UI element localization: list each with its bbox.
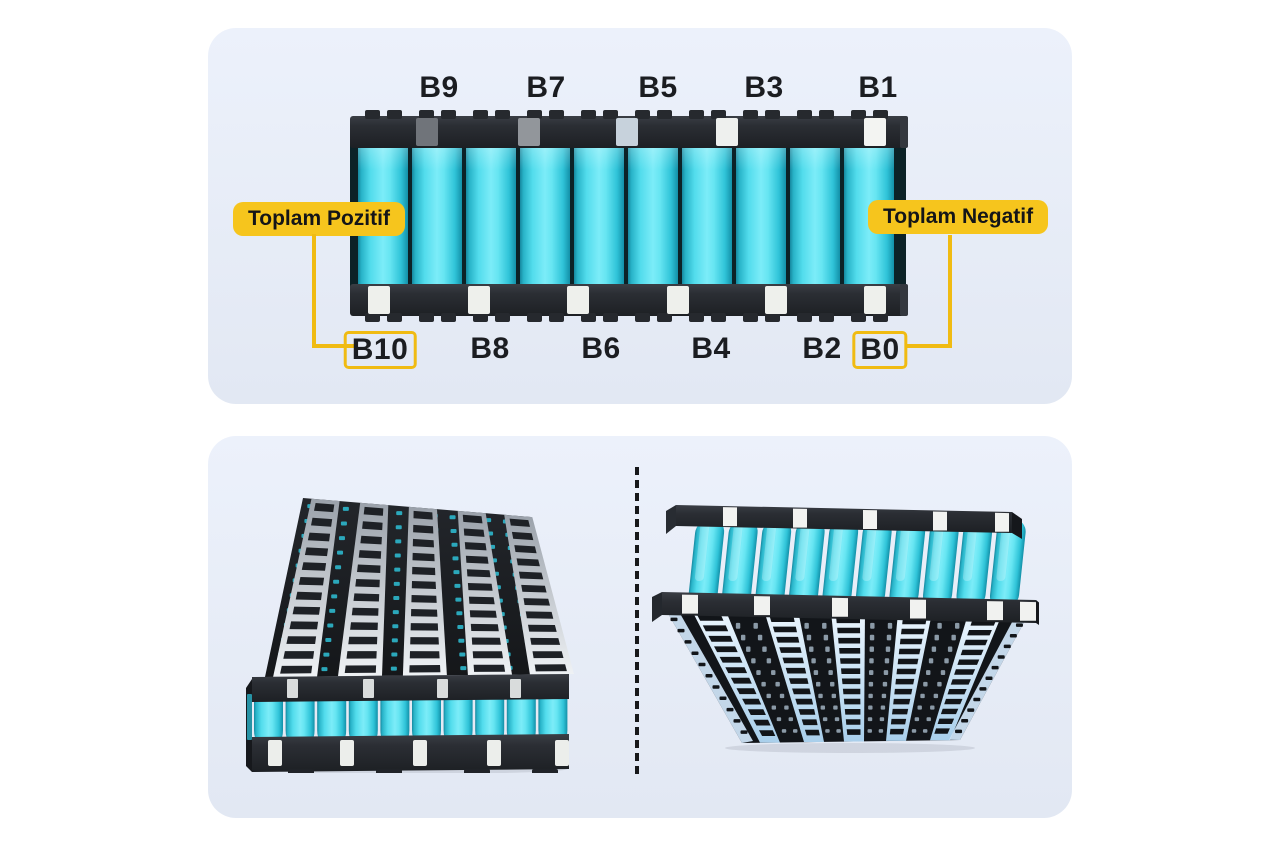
side-view-panel: B9 B7 B5 B3 B1 Toplam Pozitif Toplam Neg… bbox=[208, 28, 1072, 404]
connector-line-positive-vertical bbox=[312, 234, 316, 348]
cell-label-b1: B1 bbox=[858, 71, 898, 104]
cell-label-b6: B6 bbox=[581, 332, 621, 365]
total-negative-badge: Toplam Negatif bbox=[868, 200, 1049, 234]
battery-row-side-view bbox=[350, 110, 908, 322]
connector-line-positive-horizontal bbox=[312, 344, 358, 348]
cell-label-b7: B7 bbox=[526, 71, 566, 104]
cell-label-b5: B5 bbox=[638, 71, 678, 104]
cell-label-b4: B4 bbox=[691, 332, 731, 365]
connector-line-negative-horizontal bbox=[907, 344, 952, 348]
cell-label-b8: B8 bbox=[470, 332, 510, 365]
cell-label-b10: B10 bbox=[343, 331, 417, 369]
total-positive-badge: Toplam Pozitif bbox=[233, 202, 405, 236]
pack-top-isometric-view bbox=[246, 498, 574, 773]
cell-label-b9: B9 bbox=[419, 71, 459, 104]
connector-line-negative-vertical bbox=[948, 235, 952, 348]
dashed-divider-line bbox=[635, 467, 639, 779]
pack-views-panel bbox=[208, 436, 1072, 818]
cell-label-b3: B3 bbox=[744, 71, 784, 104]
pack-bottom-tilted-view bbox=[652, 505, 1039, 753]
cell-label-b0: B0 bbox=[852, 331, 908, 369]
cell-label-b2: B2 bbox=[802, 332, 842, 365]
